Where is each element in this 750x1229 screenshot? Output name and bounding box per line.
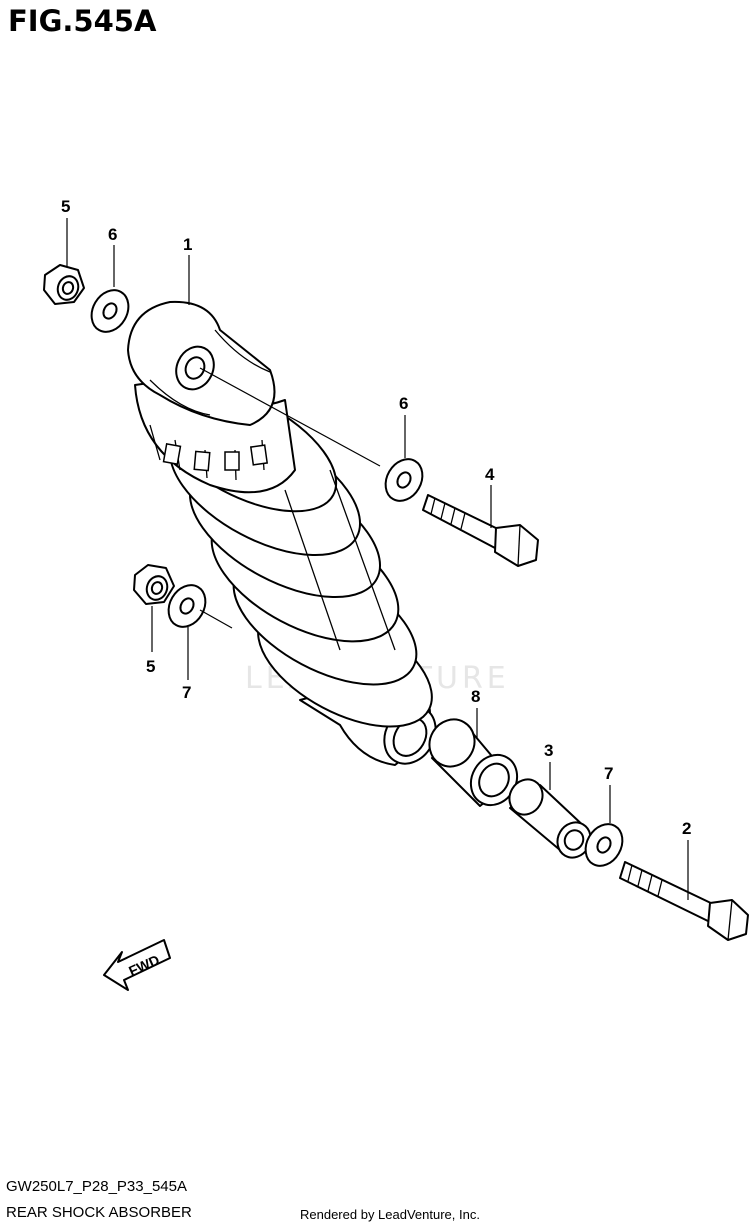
figure-title: FIG.545A <box>8 4 157 38</box>
callout-1[interactable]: 1 <box>183 235 192 254</box>
callout-3[interactable]: 3 <box>544 741 553 760</box>
fwd-direction-arrow: FWD <box>103 939 171 991</box>
washer-part-6-top[interactable] <box>84 283 135 338</box>
figure-name: REAR SHOCK ABSORBER <box>6 1204 192 1221</box>
nut-part-5-bottom[interactable] <box>133 564 175 605</box>
bolt-part-2[interactable] <box>619 861 749 941</box>
washer-part-6-right[interactable] <box>378 452 429 507</box>
callout-7-right[interactable]: 7 <box>604 764 613 783</box>
spacer-part-3[interactable] <box>503 773 597 863</box>
collar-part-8[interactable] <box>421 711 526 813</box>
callout-5-top[interactable]: 5 <box>61 197 70 216</box>
callout-numbers: 5 6 1 6 4 5 7 8 3 7 2 <box>61 197 691 838</box>
rendered-by-credit: Rendered by LeadVenture, Inc. <box>300 1207 480 1222</box>
callout-5-bottom[interactable]: 5 <box>146 657 155 676</box>
washer-part-7-left[interactable] <box>161 578 212 633</box>
callout-6-top[interactable]: 6 <box>108 225 117 244</box>
callout-4[interactable]: 4 <box>485 465 495 484</box>
nut-part-5-top[interactable] <box>43 264 85 305</box>
callout-7-left[interactable]: 7 <box>182 683 191 702</box>
leader-lines <box>66 218 689 900</box>
figure-code: GW250L7_P28_P33_545A <box>6 1178 187 1195</box>
shock-absorber-part-1[interactable] <box>127 300 451 773</box>
callout-8[interactable]: 8 <box>471 687 480 706</box>
bolt-part-4[interactable] <box>422 494 539 567</box>
washer-part-7-right[interactable] <box>578 817 629 872</box>
callout-2[interactable]: 2 <box>682 819 691 838</box>
callout-6-right[interactable]: 6 <box>399 394 408 413</box>
